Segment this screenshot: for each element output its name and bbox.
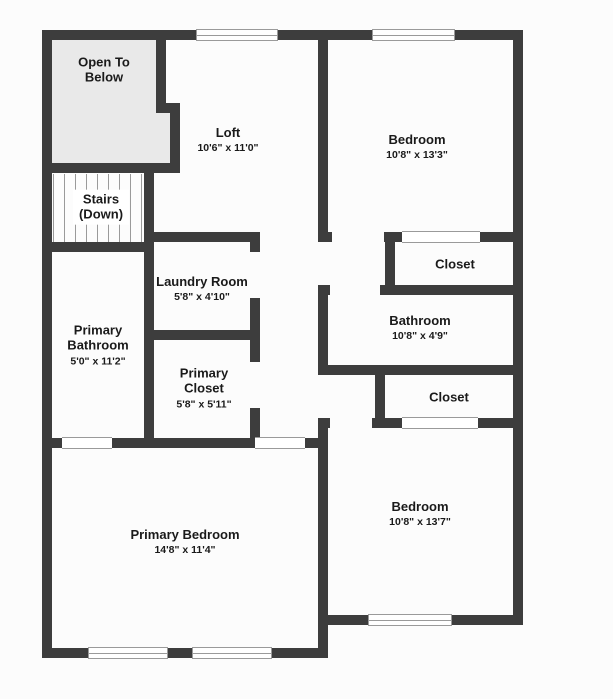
room-dims: 10'8" x 13'3" xyxy=(386,149,448,162)
door-gap xyxy=(330,418,372,428)
door-opening xyxy=(402,417,478,429)
wall-segment xyxy=(513,30,523,625)
window xyxy=(88,647,168,659)
wall-segment xyxy=(318,615,328,658)
door-opening xyxy=(62,437,112,449)
room-name: Stairs (Down) xyxy=(78,191,124,222)
room-name: Closet xyxy=(435,256,475,272)
wall-segment xyxy=(42,30,52,658)
room-dims: 5'8" x 5'11" xyxy=(176,398,232,411)
room-name: Primary Closet xyxy=(179,365,229,396)
open-to-below-area xyxy=(52,40,156,163)
door-gap xyxy=(332,232,384,242)
room-dims: 10'6" x 11'0" xyxy=(197,142,259,155)
room-label-primary-bedroom: Primary Bedroom 14'8" x 11'4" xyxy=(130,527,239,557)
open-to-below-area xyxy=(156,113,170,163)
room-name: Laundry Room xyxy=(156,274,248,290)
room-label-bathroom: Bathroom 10'8" x 4'9" xyxy=(389,313,450,343)
wall-segment xyxy=(318,365,513,375)
window xyxy=(372,29,455,41)
room-dims: 5'0" x 11'2" xyxy=(70,355,126,368)
door-gap xyxy=(330,285,380,295)
wall-segment xyxy=(144,232,260,242)
door-gap xyxy=(250,252,260,298)
wall-segment xyxy=(42,242,154,252)
room-label-closet-top: Closet xyxy=(435,256,475,271)
room-name: Closet xyxy=(429,389,469,405)
wall-segment xyxy=(318,285,513,295)
wall-segment xyxy=(375,365,385,428)
room-label-bedroom-bottom: Bedroom 10'8" x 13'7" xyxy=(389,499,451,529)
door-gap xyxy=(318,375,328,418)
room-label-loft: Loft 10'6" x 11'0" xyxy=(197,125,258,155)
room-name: Loft xyxy=(215,125,241,141)
room-label-laundry-room: Laundry Room 5'8" x 4'10" xyxy=(156,274,248,304)
wall-segment xyxy=(42,438,328,448)
room-name: Open To Below xyxy=(78,54,130,85)
room-dims: 10'8" x 4'9" xyxy=(392,330,448,343)
door-opening xyxy=(402,231,480,243)
wall-segment xyxy=(42,648,328,658)
room-name: Bedroom xyxy=(391,499,449,515)
wall-segment xyxy=(156,103,180,113)
wall-segment xyxy=(144,330,260,340)
wall-segment xyxy=(385,232,395,295)
room-dims: 5'8" x 4'10" xyxy=(174,291,230,304)
wall-segment xyxy=(42,30,523,40)
window xyxy=(368,614,452,626)
door-opening xyxy=(255,437,305,449)
room-dims: 14'8" x 11'4" xyxy=(154,544,216,557)
room-label-primary-bathroom: Primary Bathroom 5'0" x 11'2" xyxy=(67,322,128,367)
room-name: Bathroom xyxy=(389,313,451,329)
wall-segment xyxy=(170,103,180,173)
room-label-open-to-below: Open To Below xyxy=(78,55,130,86)
room-dims: 10'8" x 13'7" xyxy=(389,516,451,529)
door-gap xyxy=(250,362,260,408)
wall-segment xyxy=(250,232,260,448)
wall-segment xyxy=(42,163,180,173)
room-name: Bedroom xyxy=(388,132,446,148)
room-label-primary-closet: Primary Closet 5'8" x 5'11" xyxy=(176,365,231,410)
wall-segment xyxy=(156,30,166,113)
wall-segment xyxy=(318,30,328,615)
door-gap xyxy=(318,242,328,285)
room-label-bedroom-top: Bedroom 10'8" x 13'3" xyxy=(386,132,448,162)
room-name: Primary Bedroom xyxy=(130,527,240,543)
wall-segment xyxy=(144,173,154,448)
window xyxy=(192,647,272,659)
window xyxy=(196,29,278,41)
room-label-closet-bottom: Closet xyxy=(429,389,469,404)
room-label-stairs: Stairs (Down) xyxy=(72,189,130,225)
room-name: Primary Bathroom xyxy=(67,322,129,353)
